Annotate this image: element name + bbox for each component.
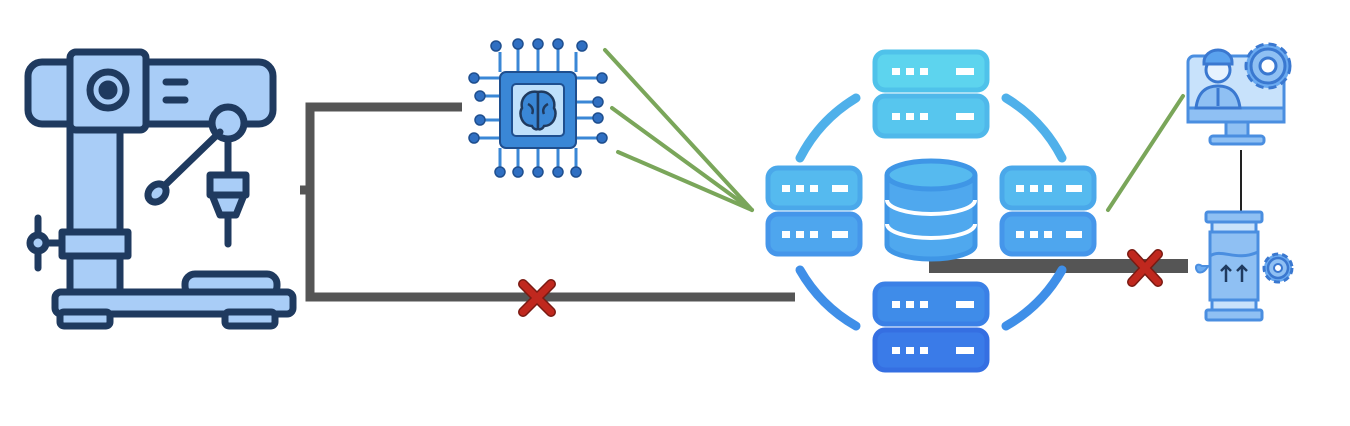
drill-press-icon xyxy=(24,48,297,330)
blocked-mark-left xyxy=(518,279,556,317)
server-cluster-database-icon xyxy=(765,49,1097,373)
server-right xyxy=(999,165,1097,257)
server-top xyxy=(872,49,990,139)
connector-drill-to-servers xyxy=(305,190,795,302)
server-left xyxy=(765,165,863,257)
database-icon xyxy=(884,158,978,262)
brain-icon xyxy=(519,90,557,131)
cluster-ring xyxy=(795,93,1067,331)
ai-chip-brain-icon xyxy=(468,38,608,178)
connector-drill-to-chip xyxy=(300,102,462,195)
gear-icon xyxy=(1244,42,1292,90)
connector-servers-to-engineer xyxy=(1106,94,1185,212)
engineer-monitor-gear-icon xyxy=(1186,42,1292,146)
connector-chip-to-servers xyxy=(603,48,754,212)
engineer-person-icon xyxy=(1194,48,1242,110)
blocked-mark-right xyxy=(1127,249,1163,287)
small-gear-icon xyxy=(1262,252,1294,284)
server-bottom xyxy=(872,281,990,373)
filter-cylinder-gear-icon xyxy=(1194,210,1294,322)
